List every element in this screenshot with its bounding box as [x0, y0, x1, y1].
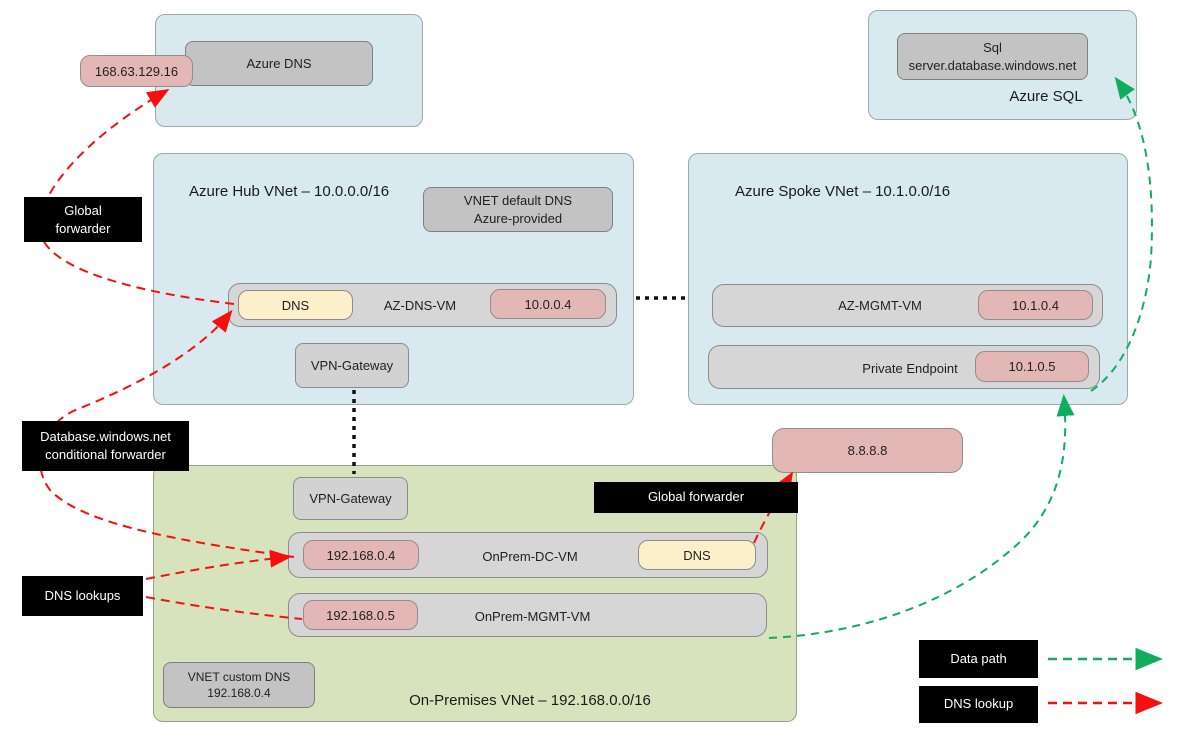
azure-sql-label: Azure SQL — [1009, 87, 1083, 105]
hub-vnet-title: Azure Hub VNet – 10.0.0.0/16 — [189, 183, 390, 200]
hub-vm-ip-badge: 10.0.0.4 — [490, 289, 606, 319]
private-endpoint-name: Private Endpoint — [862, 360, 958, 376]
annotation-global-forwarder-hub: Global forwarder — [24, 197, 142, 242]
sql-server-box: Sql server.database.windows.net — [897, 33, 1088, 80]
onprem-dc-vm-name: OnPrem-DC-VM — [482, 548, 578, 564]
azure-dns-ip: 168.63.129.16 — [94, 63, 179, 79]
public-dns-ip-badge: 8.8.8.8 — [772, 428, 963, 473]
annotation-global-forwarder-onprem: Global forwarder — [594, 482, 798, 513]
private-endpoint-ip-badge: 10.1.0.5 — [975, 351, 1089, 382]
azure-dns-label: Azure DNS — [246, 56, 312, 71]
hub-vpn-gateway: VPN-Gateway — [295, 343, 409, 388]
hub-default-dns-box: VNET default DNS Azure-provided — [423, 187, 613, 232]
onprem-custom-dns-label: VNET custom DNS 192.168.0.4 — [187, 669, 291, 700]
sql-server-name: Sql server.database.windows.net — [908, 39, 1077, 73]
legend-data-path: Data path — [919, 640, 1038, 678]
annotation-dns-lookups: DNS lookups — [22, 576, 143, 616]
hub-dns-badge: DNS — [238, 290, 353, 320]
azure-dns-box: Azure DNS — [185, 41, 373, 86]
hub-default-dns-label: VNET default DNS Azure-provided — [463, 192, 573, 226]
annotation-conditional-forwarder: Database.windows.net conditional forward… — [22, 421, 189, 471]
onprem-dns-badge: DNS — [638, 540, 756, 570]
onprem-vpn-gateway: VPN-Gateway — [293, 477, 408, 520]
spoke-vnet-title: Azure Spoke VNet – 10.1.0.0/16 — [735, 183, 951, 200]
legend-dns-lookup: DNS lookup — [919, 686, 1038, 723]
azure-dns-ip-badge: 168.63.129.16 — [80, 55, 193, 87]
onprem-vnet-title: On-Premises VNet – 192.168.0.0/16 — [409, 691, 651, 709]
onprem-mgmt-ip-badge: 192.168.0.5 — [303, 600, 418, 630]
hub-vm-name: AZ-DNS-VM — [383, 297, 457, 313]
onprem-mgmt-vm-name: OnPrem-MGMT-VM — [474, 608, 591, 624]
spoke-mgmt-vm-name: AZ-MGMT-VM — [838, 297, 922, 313]
onprem-custom-dns-box: VNET custom DNS 192.168.0.4 — [163, 662, 315, 708]
onprem-dc-ip-badge: 192.168.0.4 — [303, 540, 419, 570]
spoke-mgmt-ip-badge: 10.1.0.4 — [978, 290, 1093, 320]
